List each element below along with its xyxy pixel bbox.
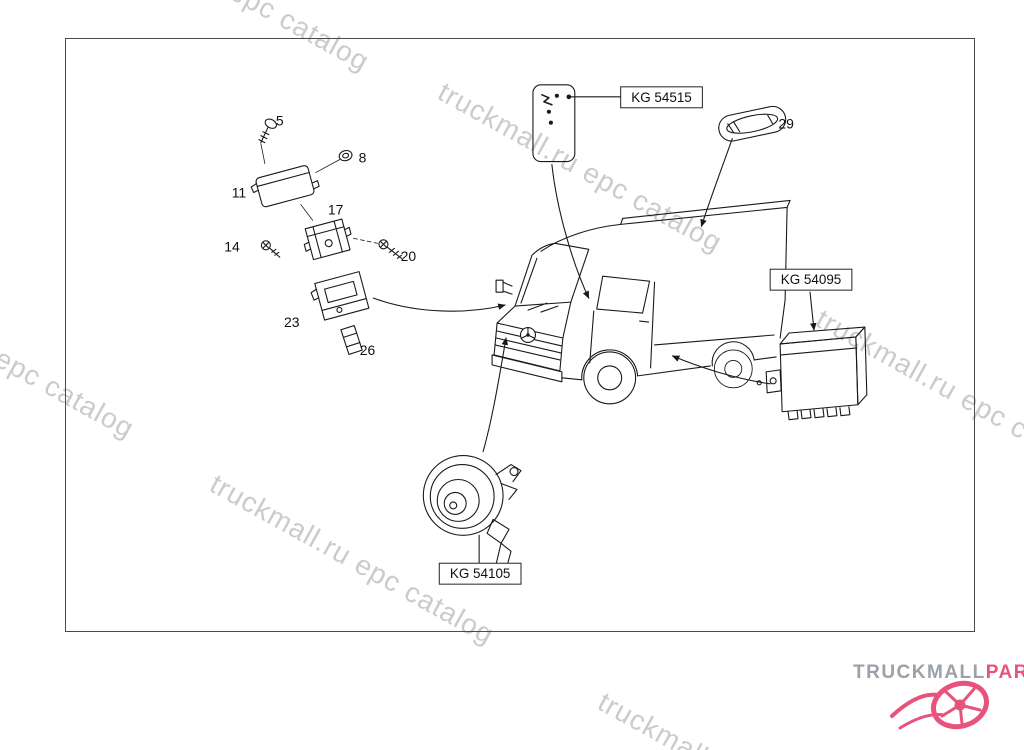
brand-wheel-icon	[890, 680, 989, 730]
brand-name: TRUCKMALL	[853, 662, 986, 683]
diagram-frame: KG 54515 KG 54095 KG 54105 5 8 11 14 17 …	[65, 38, 975, 632]
arrow-horn-to-van	[482, 337, 509, 453]
van-illustration	[491, 199, 791, 405]
label-kg54095-text: KG 54095	[781, 272, 842, 287]
part-number-11: 11	[232, 184, 247, 200]
part-number-20: 20	[401, 248, 417, 264]
part-number-17: 17	[328, 201, 344, 217]
label-kg54095[interactable]: KG 54095	[769, 268, 853, 291]
switch-panel-part	[532, 84, 622, 163]
arrow-module-to-van	[671, 355, 771, 385]
part-number-23: 23	[284, 314, 300, 330]
bezel-part-29	[718, 105, 787, 142]
leader-kg54095	[809, 291, 817, 331]
horn-part	[422, 455, 522, 574]
part-number-8: 8	[359, 150, 367, 166]
label-kg54515-text: KG 54515	[631, 90, 692, 105]
parts-diagram: KG 54515 KG 54095 KG 54105 5 8 11 14 17 …	[224, 84, 868, 585]
arrow-29-to-van	[700, 138, 733, 228]
brand-logo: TRUCKMALLPARTS	[853, 662, 1024, 684]
arrow-cluster-to-van	[372, 297, 506, 312]
part-number-5: 5	[276, 113, 284, 129]
part-number-26: 26	[360, 342, 376, 358]
watermark-text: truckmall.ru epc catalog	[592, 686, 888, 750]
control-module-part	[756, 326, 868, 421]
label-kg54105[interactable]: KG 54105	[438, 562, 522, 585]
part-number-14: 14	[224, 238, 240, 254]
brand-name-accent: PARTS	[985, 662, 1024, 683]
part-number-29: 29	[778, 116, 794, 132]
arrow-switch-to-van	[551, 164, 590, 299]
label-kg54515[interactable]: KG 54515	[620, 86, 703, 109]
label-kg54105-text: KG 54105	[450, 566, 511, 581]
relay-cluster	[250, 118, 402, 356]
